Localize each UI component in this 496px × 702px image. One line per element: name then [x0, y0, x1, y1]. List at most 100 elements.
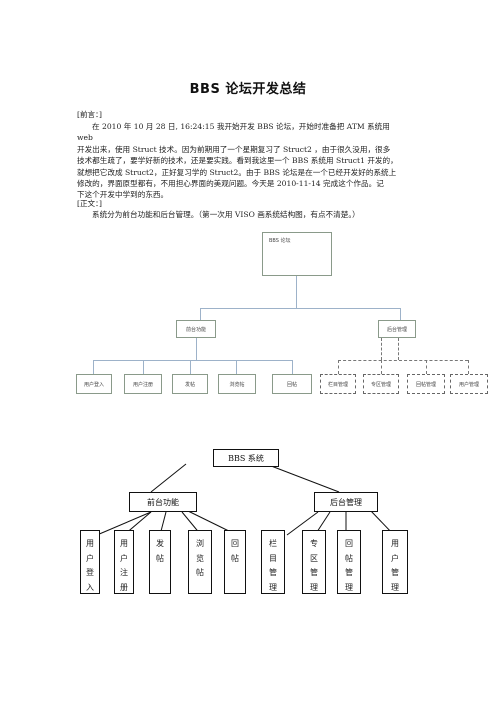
tree-leaf-char: 用 — [120, 539, 128, 548]
tree-leaf-char: 目 — [269, 553, 277, 563]
page-title: BBS 论坛开发总结 — [189, 82, 307, 97]
visio-back-leaf: 用户管理 — [450, 374, 488, 394]
visio-connector — [196, 338, 197, 360]
visio-back-leaf: 回帖管理 — [407, 374, 445, 394]
visio-diagram: BBS 论坛 前台功能 后台管理 用户登入 用户注册 发帖 浏览帖 回帖 栏目管… — [76, 226, 496, 406]
visio-back-label: 后台管理 — [386, 326, 407, 333]
visio-front-label: 前台功能 — [185, 326, 206, 333]
visio-connector — [381, 338, 382, 360]
visio-connector — [292, 360, 293, 374]
visio-connector — [398, 338, 399, 360]
visio-leaf-label: 浏览帖 — [229, 381, 245, 388]
visio-leaf-label: 用户管理 — [458, 381, 479, 388]
tree-leaf-char: 管 — [269, 568, 277, 577]
visio-leaf-label: 回帖管理 — [415, 381, 436, 388]
tree-leaf-char: 理 — [345, 582, 353, 592]
tree-leaf-char: 帖 — [231, 553, 239, 563]
preface-line: 就想把它改成 Struct2，正好复习学的 Struct2。由于 BBS 论坛是… — [77, 167, 397, 177]
tree-leaf-char: 户 — [86, 553, 94, 563]
tree-leaf-user-register: 用户注册用户注册 — [114, 530, 134, 594]
tree-root-box: BBS 系统 — [213, 449, 279, 467]
tree-leaf-char: 回 — [231, 539, 239, 548]
tree-leaf-char: 理 — [310, 582, 318, 592]
visio-connector — [468, 360, 469, 374]
visio-leaf-label: 回帖 — [286, 381, 297, 388]
tree-leaf-char: 回 — [345, 539, 353, 548]
visio-connector — [296, 276, 297, 308]
visio-connector — [93, 360, 293, 361]
tree-leaf-column-mgmt: 栏目管理栏目管理 — [261, 530, 285, 594]
tree-back-label: 后台管理 — [330, 497, 362, 507]
tree-root-label: BBS 系统 — [228, 453, 264, 463]
tree-leaf-char: 户 — [391, 553, 399, 563]
visio-root-box: BBS 论坛 — [262, 232, 332, 276]
visio-connector — [400, 308, 401, 320]
tree-leaf-char: 理 — [391, 582, 399, 592]
preface-line: 修改的，界面原型都有，不用担心界面的美观问题。今天是 2010-11-14 完成… — [77, 179, 384, 189]
visio-connector — [143, 360, 144, 374]
visio-back-box: 后台管理 — [378, 320, 416, 338]
tree-front-box: 前台功能 — [129, 492, 197, 512]
tree-leaf-char: 入 — [86, 582, 94, 592]
tree-leaf-char: 专 — [310, 539, 318, 548]
visio-front-leaf: 用户登入 — [76, 374, 112, 394]
visio-back-leaf: 专区管理 — [363, 374, 399, 394]
visio-root-label: BBS 论坛 — [269, 238, 291, 244]
visio-leaf-label: 发帖 — [184, 381, 195, 388]
preface-line: 技术都生疏了，要学好新的技术，还是要实践。看到我这里一个 BBS 系统用 Str… — [77, 156, 398, 166]
tree-leaf-char: 理 — [269, 582, 277, 592]
preface-paragraph: 在 2010 年 10 月 28 日, 16:24:15 我开始开发 BBS 论… — [77, 121, 405, 201]
preface-line: 开发出来，使用 Struct 技术。因为前期用了一个星期复习了 Struct2 … — [77, 144, 391, 154]
tree-leaf-section-mgmt: 专区管理专区管理 — [302, 530, 326, 594]
tree-leaf-user-login: 用户登入用户登入 — [80, 530, 100, 594]
visio-connector — [93, 360, 94, 374]
tree-leaf-char: 册 — [120, 582, 128, 592]
visio-connector — [200, 308, 400, 309]
visio-leaf-label: 用户注册 — [132, 381, 153, 388]
tree-leaf-char: 区 — [310, 553, 318, 563]
visio-back-leaf: 栏目管理 — [320, 374, 356, 394]
tree-leaf-post: 发帖发帖 — [149, 530, 171, 594]
tree-back-box: 后台管理 — [314, 492, 378, 512]
tree-leaf-char: 用 — [86, 539, 94, 548]
visio-front-box: 前台功能 — [176, 320, 216, 338]
preface-label: [前言：] — [77, 110, 102, 119]
tree-leaf-char: 帖 — [196, 568, 204, 577]
tree-leaf-char: 帖 — [156, 553, 164, 563]
visio-connector — [338, 360, 339, 374]
tree-leaf-char: 登 — [86, 568, 94, 577]
tree-connectors — [96, 463, 395, 536]
visio-leaf-label: 专区管理 — [370, 381, 391, 388]
tree-leaf-char: 注 — [120, 568, 128, 577]
tree-leaf-char: 管 — [310, 568, 318, 577]
visio-connector — [338, 360, 468, 361]
body-intro-line: 系统分为前台功能和后台管理。（第一次用 VISO 画系统结构图，有点不清楚。） — [92, 210, 360, 219]
system-tree-diagram: BBS 系统 前台功能 后台管理 用户登入用户登入 用户注册用户注册 发帖发帖 … — [0, 440, 496, 600]
visio-front-leaf: 回帖 — [272, 374, 312, 394]
visio-connector — [190, 360, 191, 374]
visio-connector — [426, 360, 427, 374]
body-label: [正文：] — [77, 199, 102, 208]
tree-leaf-char: 户 — [120, 553, 128, 563]
visio-front-leaf: 发帖 — [172, 374, 208, 394]
visio-connector — [236, 360, 237, 374]
tree-leaf-reply-mgmt: 回帖管理回帖管理 — [337, 530, 361, 594]
tree-leaf-reply: 回帖回帖 — [224, 530, 246, 594]
tree-leaf-user-mgmt: 用户管理用户管理 — [382, 530, 408, 594]
tree-leaf-char: 发 — [156, 539, 164, 548]
tree-leaf-char: 栏 — [269, 539, 277, 548]
tree-leaf-char: 管 — [345, 568, 353, 577]
tree-leaf-browse-post: 浏览帖浏览帖 — [188, 530, 212, 594]
preface-line: 下这个开发中学到的东西。 — [77, 190, 169, 200]
visio-front-leaf: 用户注册 — [124, 374, 162, 394]
tree-leaf-char: 用 — [391, 539, 399, 548]
visio-front-leaf: 浏览帖 — [218, 374, 256, 394]
preface-line: 在 2010 年 10 月 28 日, 16:24:15 我开始开发 BBS 论… — [77, 122, 390, 143]
visio-connector — [200, 308, 201, 320]
visio-leaf-label: 用户登入 — [83, 381, 104, 388]
tree-leaf-char: 管 — [391, 568, 399, 577]
tree-leaf-char: 帖 — [345, 553, 353, 563]
tree-leaf-char: 浏 — [196, 539, 204, 548]
tree-front-label: 前台功能 — [147, 497, 179, 507]
tree-leaf-char: 览 — [196, 553, 204, 563]
